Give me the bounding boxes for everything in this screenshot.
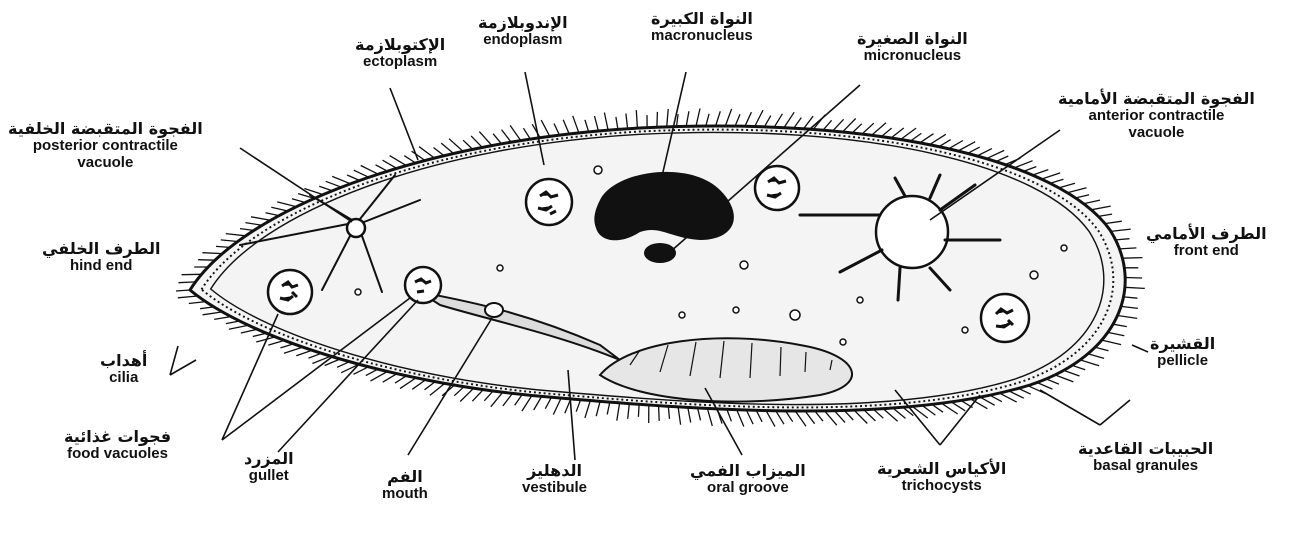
label-micronucleus: النواة الصغيرة micronucleus bbox=[857, 30, 968, 65]
mouth-opening bbox=[485, 303, 503, 317]
food-vacuole bbox=[405, 267, 441, 303]
label-hind-end: الطرف الخلفي hind end bbox=[42, 240, 160, 275]
label-oral-groove: الميزاب الفمي oral groove bbox=[690, 462, 806, 497]
label-mouth: الفم mouth bbox=[382, 468, 428, 503]
label-front-end: الطرف الأمامي front end bbox=[1146, 225, 1267, 260]
food-vacuole bbox=[755, 166, 799, 210]
label-vestibule: الدهليز vestibule bbox=[522, 462, 587, 497]
label-pellicle: القشيرة pellicle bbox=[1150, 335, 1215, 370]
micronucleus bbox=[644, 243, 676, 263]
label-ectoplasm: الإكتوبلازمة ectoplasm bbox=[355, 36, 445, 71]
label-endoplasm: الإندوبلازمة endoplasm bbox=[478, 14, 568, 49]
label-anterior-contractile-vacuole: الفجوة المتقبضة الأمامية anterior contra… bbox=[1058, 90, 1255, 142]
label-food-vacuoles: فجوات غذائية food vacuoles bbox=[64, 428, 171, 463]
food-vacuole bbox=[981, 294, 1029, 342]
label-trichocysts: الأكياس الشعرية trichocysts bbox=[877, 460, 1006, 495]
label-posterior-contractile-vacuole: الفجوة المتقبضة الخلفية posterior contra… bbox=[8, 120, 203, 172]
food-vacuole bbox=[268, 270, 312, 314]
food-vacuole bbox=[526, 179, 572, 225]
label-cilia: أهداب cilia bbox=[100, 352, 147, 387]
label-gullet: المزرد gullet bbox=[244, 450, 294, 485]
label-basal-granules: الحبيبات القاعدية basal granules bbox=[1078, 440, 1213, 475]
label-macronucleus: النواة الكبيرة macronucleus bbox=[651, 10, 753, 45]
